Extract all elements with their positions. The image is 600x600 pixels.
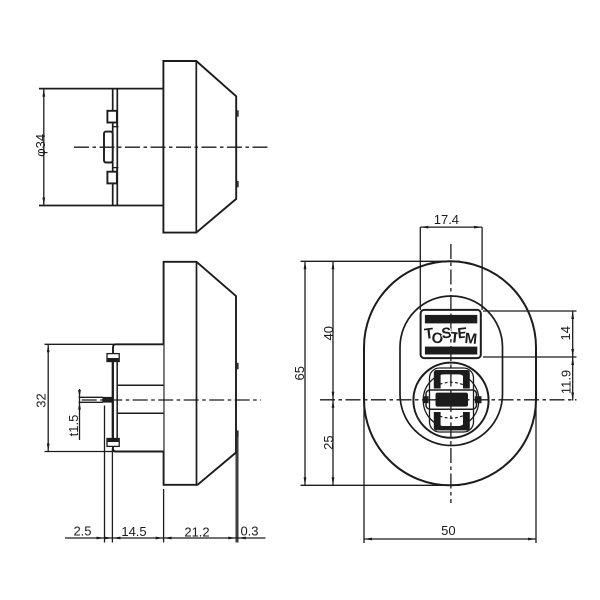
svg-text:17.4: 17.4 bbox=[434, 212, 459, 227]
svg-text:φ34: φ34 bbox=[33, 134, 48, 157]
svg-text:14.5: 14.5 bbox=[121, 524, 146, 539]
svg-text:50: 50 bbox=[441, 523, 455, 538]
svg-text:T: T bbox=[449, 329, 460, 347]
svg-text:t1.5: t1.5 bbox=[66, 415, 81, 437]
svg-text:M: M bbox=[464, 330, 478, 348]
svg-text:32: 32 bbox=[34, 393, 49, 407]
svg-text:25: 25 bbox=[321, 435, 336, 449]
svg-text:14: 14 bbox=[558, 326, 573, 340]
svg-text:S: S bbox=[441, 325, 453, 343]
svg-text:E: E bbox=[457, 325, 469, 343]
svg-text:O: O bbox=[431, 329, 445, 347]
svg-text:40: 40 bbox=[321, 326, 336, 340]
svg-text:2.5: 2.5 bbox=[73, 524, 91, 539]
svg-text:65: 65 bbox=[292, 366, 307, 380]
svg-text:T: T bbox=[423, 325, 434, 343]
svg-text:11.9: 11.9 bbox=[559, 370, 574, 394]
svg-text:0.3: 0.3 bbox=[240, 524, 258, 539]
svg-text:21.2: 21.2 bbox=[184, 525, 209, 540]
